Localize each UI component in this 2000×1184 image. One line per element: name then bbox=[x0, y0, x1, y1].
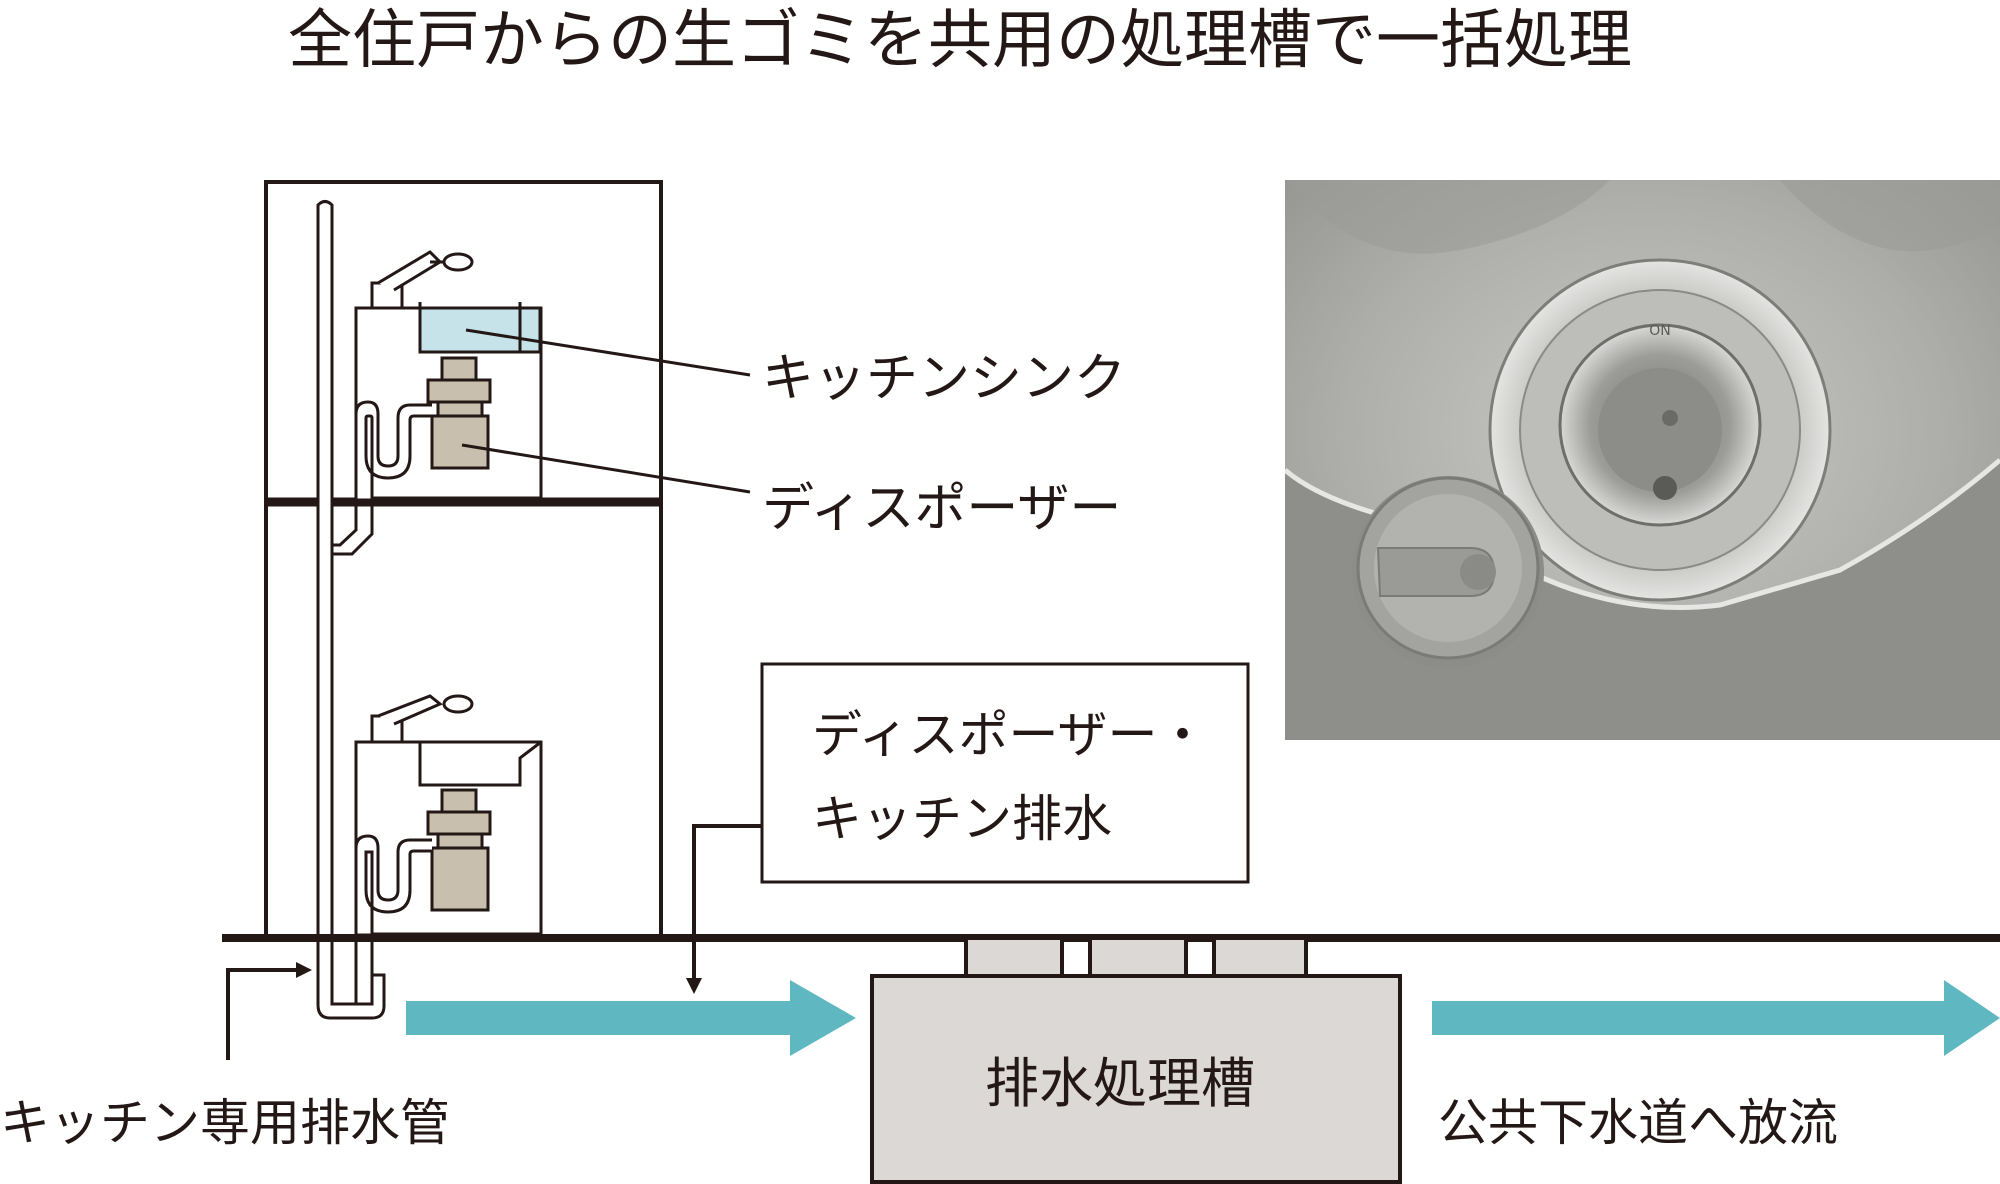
disposer-icon bbox=[426, 788, 492, 912]
sink-basin bbox=[418, 740, 542, 787]
drain-callout-line2: キッチン排水 bbox=[812, 790, 1112, 848]
drain-ring-text: ON bbox=[1649, 323, 1671, 339]
sink-water bbox=[418, 306, 542, 354]
treatment-tank-label: 排水処理槽 bbox=[985, 1052, 1255, 1115]
lower-kitchen-unit bbox=[354, 694, 543, 1006]
flow-arrow-to-tank bbox=[406, 980, 856, 1056]
disposer-label: ディスポーザー bbox=[762, 479, 1121, 539]
drain-basket-icon bbox=[1352, 476, 1544, 668]
disposer-leader-line bbox=[461, 443, 751, 494]
public-sewer-label: 公共下水道へ放流 bbox=[1438, 1094, 1838, 1152]
vent-pipe bbox=[1060, 938, 1092, 978]
treatment-tank: 排水処理槽 bbox=[870, 938, 1402, 1184]
flow-arrow-to-sewer bbox=[1432, 980, 2000, 1056]
disposer-icon bbox=[426, 356, 492, 470]
upper-kitchen-unit bbox=[332, 250, 543, 556]
dedicated-pipe-pointer bbox=[226, 962, 312, 1060]
kitchen-sink-label: キッチンシンク bbox=[762, 349, 1126, 409]
trap-pipe bbox=[354, 834, 432, 937]
vent-pipe bbox=[1184, 938, 1216, 978]
drain-callout: ディスポーザー・ キッチン排水 bbox=[686, 662, 1250, 994]
drain-callout-line1: ディスポーザー・ bbox=[812, 706, 1208, 764]
sink-drain-photo: ON bbox=[1285, 180, 2000, 740]
diagram-title: 全住戸からの生ゴミを共用の処理槽で一括処理 bbox=[288, 4, 1632, 78]
dedicated-pipe-label: キッチン専用排水管 bbox=[0, 1094, 450, 1152]
sink-leader-line bbox=[465, 328, 751, 377]
